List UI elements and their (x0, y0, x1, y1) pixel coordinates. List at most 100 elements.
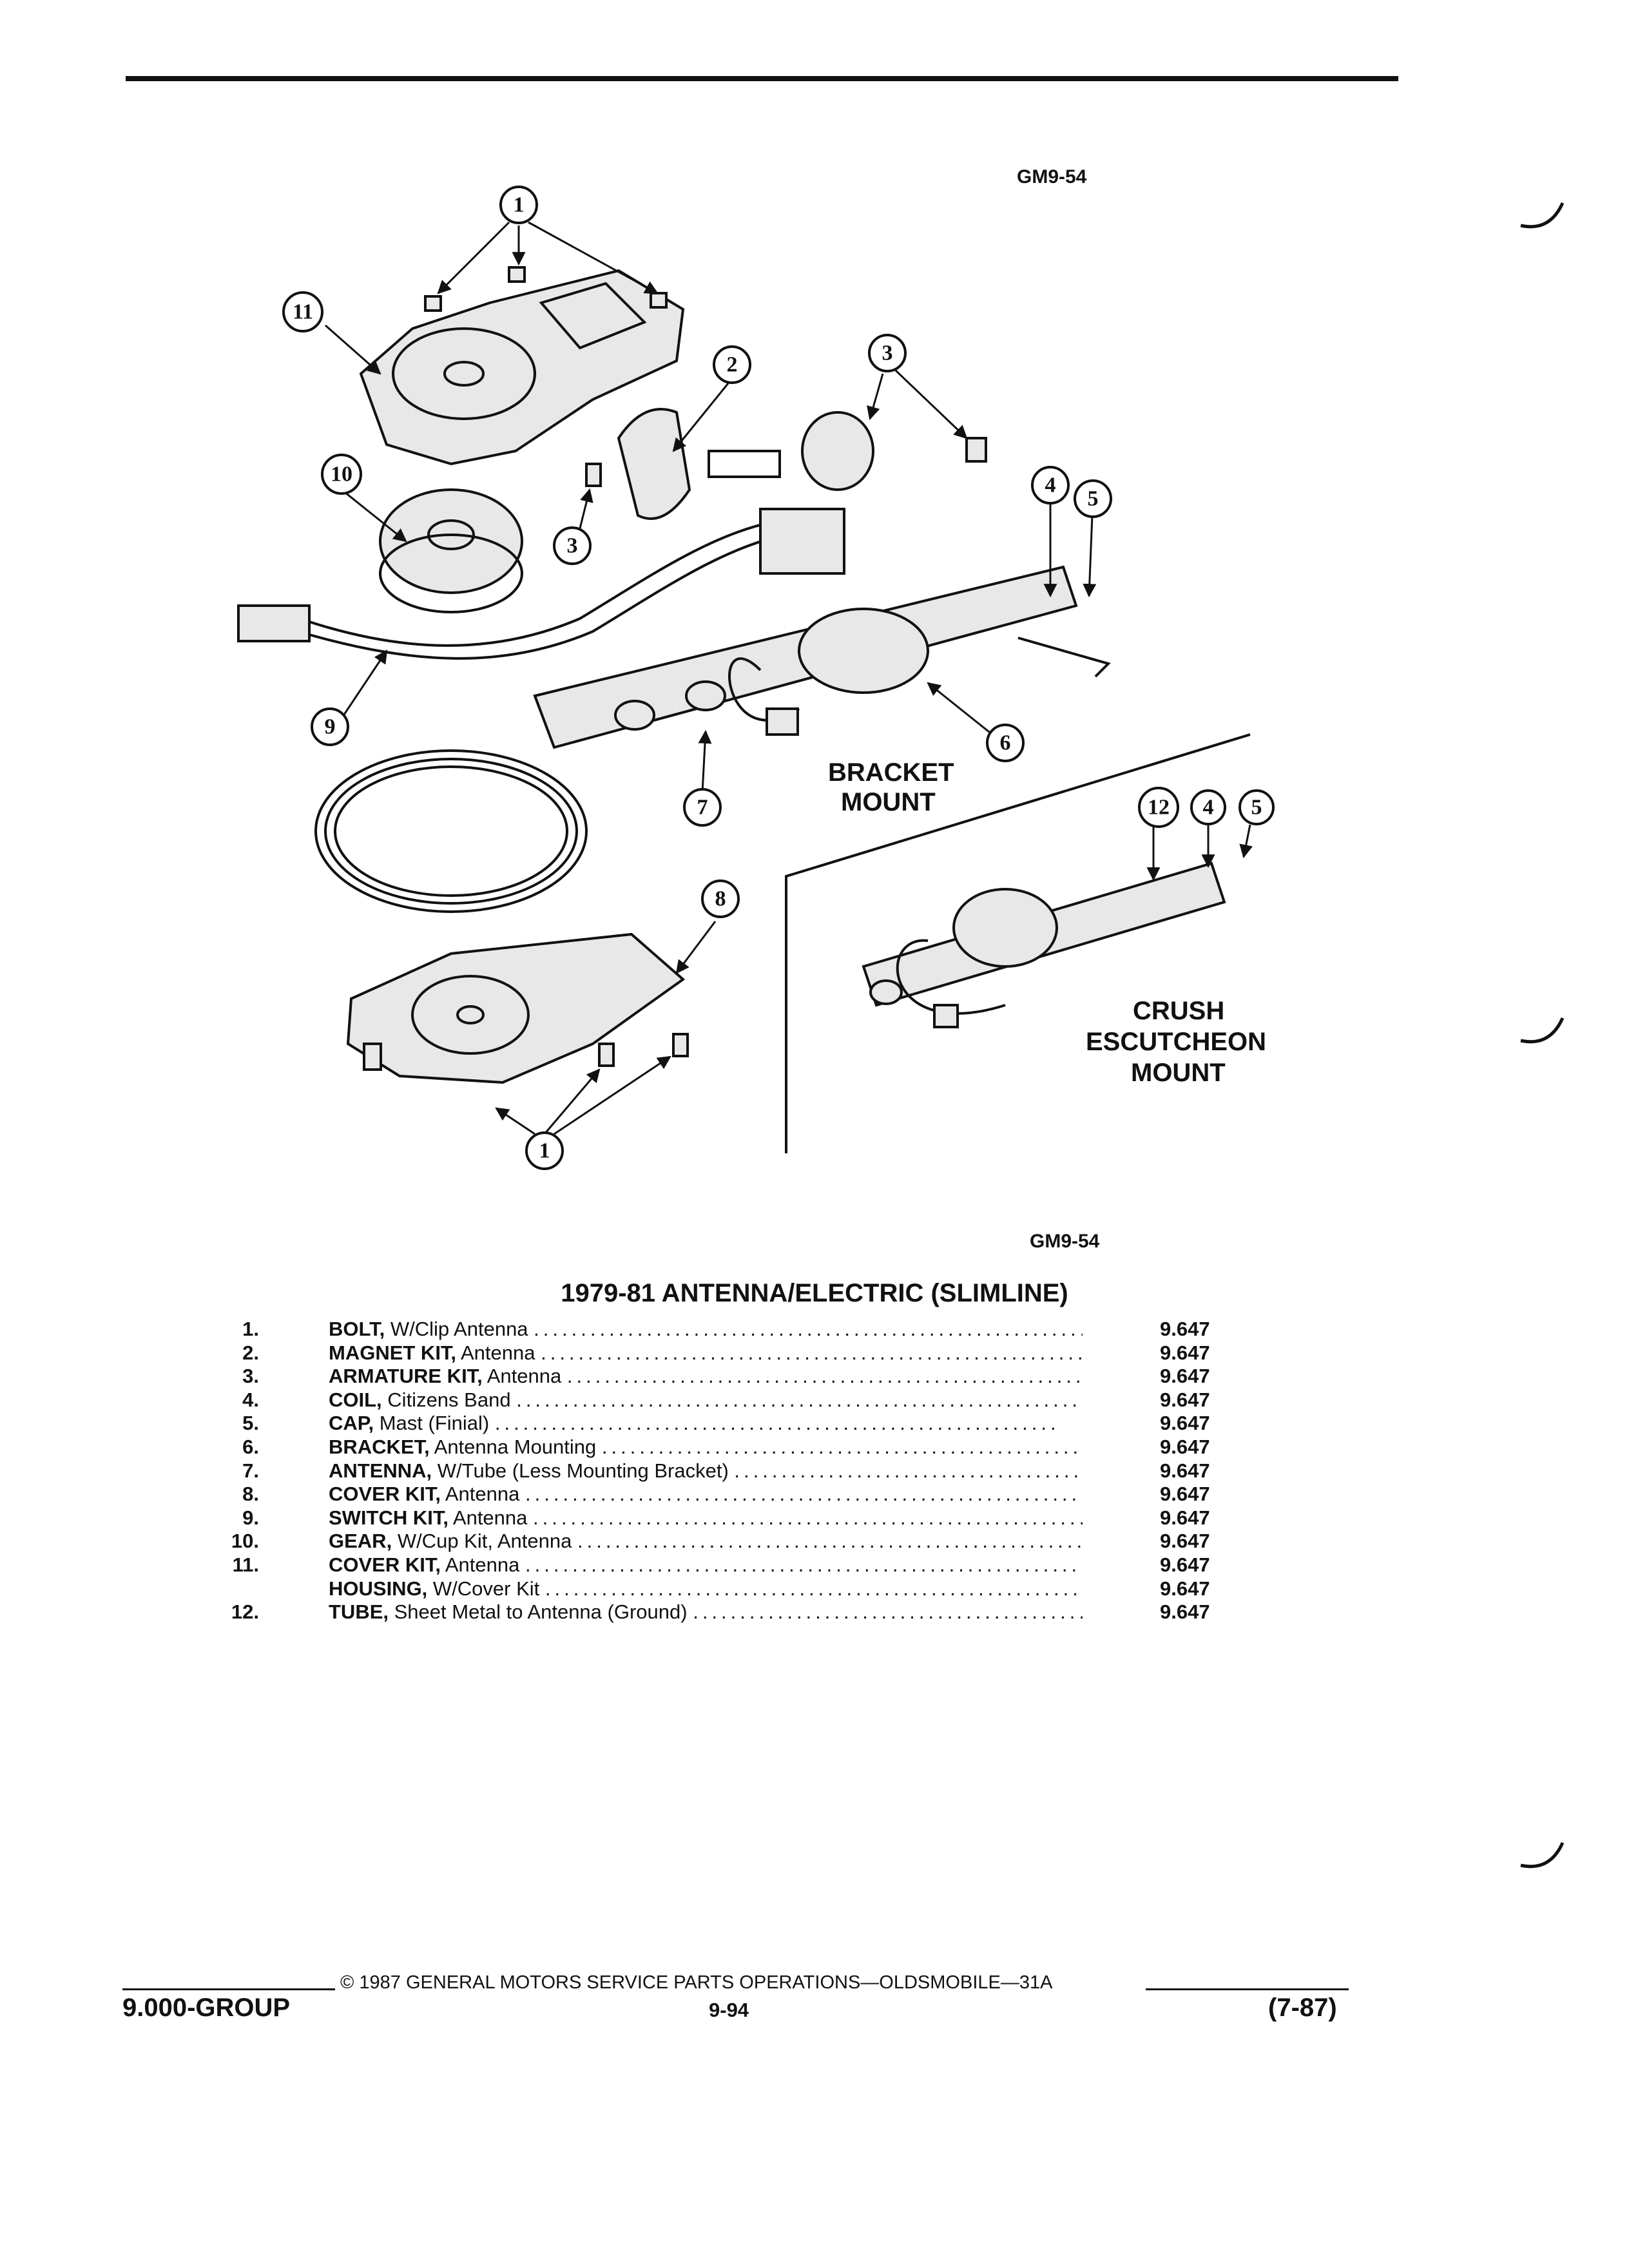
part-name: COVER KIT, (329, 1553, 441, 1576)
bolt-parts-top (424, 266, 668, 312)
revision-date: (7-87) (1268, 1994, 1337, 2022)
part-number: 5. (242, 1412, 259, 1435)
cover-kit-top-part (359, 269, 685, 466)
group-code: 9.647 (1160, 1483, 1210, 1506)
leader-lines (325, 221, 1253, 1135)
page-number: 9-94 (709, 1999, 749, 2021)
svg-text:4: 4 (1045, 474, 1056, 497)
svg-text:2: 2 (727, 353, 738, 377)
part-detail: Sheet Metal to Antenna (Ground) (394, 1600, 688, 1624)
group-code: 9.647 (1160, 1365, 1210, 1388)
group-code: 9.647 (1160, 1412, 1210, 1435)
callout-5-bottom: 5 (1239, 789, 1275, 825)
part-name: CAP, (329, 1412, 374, 1435)
callout-8: 8 (701, 879, 740, 918)
part-number: 4. (242, 1388, 259, 1411)
svg-text:12: 12 (1148, 796, 1170, 820)
part-detail: Antenna (487, 1365, 562, 1388)
parts-list: 1.BOLT, W/Clip Antenna .................… (219, 1318, 1263, 1624)
group-code: 9.647 (1160, 1600, 1210, 1624)
parts-row: 4. COIL, Citizens Band ..................… (219, 1389, 1263, 1412)
part-description: SWITCH KIT, Antenna ....................… (329, 1506, 1083, 1530)
group-code: 9.647 (1160, 1553, 1210, 1576)
margin-tick-2 (1520, 1017, 1565, 1044)
parts-row: 6.BRACKET, Antenna Mounting ............… (219, 1436, 1263, 1459)
gear-part (379, 488, 523, 613)
parts-row: 1.BOLT, W/Clip Antenna .................… (219, 1318, 1263, 1341)
footer-rule-left (122, 1988, 335, 1990)
group-code: 9.647 (1160, 1318, 1210, 1340)
parts-row: 9.SWITCH KIT, Antenna ..................… (219, 1506, 1263, 1530)
part-description: TUBE, Sheet Metal to Antenna (Ground) ..… (329, 1600, 1083, 1624)
callout-1-top: 1 (499, 186, 538, 224)
inset-frame (785, 733, 1251, 1153)
switch-part (237, 508, 845, 660)
callout-3-top: 3 (868, 334, 907, 372)
parts-row: 11.COVER KIT, Antenna ..................… (219, 1553, 1263, 1577)
group-label: 9.000-GROUP (122, 1994, 291, 2022)
leader-dots: ........................................… (494, 1412, 1060, 1435)
part-name: TUBE, (329, 1600, 389, 1624)
callout-10: 10 (321, 454, 362, 495)
leader-dots: ........................................… (734, 1459, 1083, 1482)
part-detail: Antenna (452, 1506, 528, 1529)
callout-4-bottom: 4 (1190, 789, 1226, 825)
group-code: 9.647 (1160, 1577, 1210, 1600)
part-name: COIL, (329, 1388, 382, 1411)
margin-tick-1 (1520, 202, 1565, 229)
exploded-parts-diagram: 1 11 2 3 10 3 4 5 6 7 9 8 1 12 4 5 BRACK… (237, 186, 1275, 1170)
leader-dots: ........................................… (533, 1506, 1083, 1529)
callout-5-top: 5 (1074, 479, 1112, 518)
svg-text:5: 5 (1251, 796, 1262, 820)
figure-id-bottom: GM9-54 (1030, 1231, 1100, 1252)
crush-label-line1: CRUSH (1133, 997, 1224, 1025)
group-code: 9.647 (1160, 1435, 1210, 1458)
svg-text:1: 1 (539, 1139, 550, 1163)
bracket-label-line2: MOUNT (841, 788, 936, 816)
parts-list-title: 1979-81 ANTENNA/ELECTRIC (SLIMLINE) (561, 1279, 1068, 1307)
part-name: ANTENNA, (329, 1459, 432, 1482)
parts-row: 8.COVER KIT, Antenna ...................… (219, 1483, 1263, 1506)
callout-3-mid: 3 (553, 526, 592, 565)
svg-text:3: 3 (882, 341, 893, 365)
parts-row: 12.TUBE, Sheet Metal to Antenna (Ground)… (219, 1600, 1263, 1624)
part-name: ARMATURE KIT, (329, 1365, 483, 1388)
callout-7: 7 (683, 788, 722, 827)
part-name: HOUSING, (329, 1577, 428, 1600)
part-description: HOUSING, W/Cover Kit ...................… (329, 1577, 1083, 1600)
cover-kit-bottom-part (346, 932, 689, 1084)
part-detail: Antenna (460, 1341, 535, 1364)
crush-mount-assembly-part (862, 861, 1226, 1028)
parts-row: 10.GEAR, W/Cup Kit, Antenna ............… (219, 1530, 1263, 1553)
part-description: CAP, Mast (Finial) .....................… (329, 1412, 1083, 1435)
margin-tick-3 (1520, 1841, 1565, 1869)
part-detail: Mast (Finial) (379, 1412, 490, 1435)
top-rule (126, 76, 1398, 81)
part-name: BOLT, (329, 1318, 385, 1340)
part-detail: W/Cover Kit (432, 1577, 540, 1600)
part-number: 7. (242, 1459, 259, 1482)
part-description: BOLT, W/Clip Antenna ...................… (329, 1318, 1083, 1341)
leader-dots: ........................................… (577, 1530, 1083, 1553)
crush-label-line3: MOUNT (1131, 1059, 1226, 1087)
part-detail: W/Tube (Less Mounting Bracket) (437, 1459, 729, 1482)
part-description: GEAR, W/Cup Kit, Antenna ...............… (329, 1530, 1083, 1553)
part-detail: Citizens Band (387, 1388, 511, 1411)
svg-text:4: 4 (1203, 796, 1214, 820)
svg-text:1: 1 (514, 193, 525, 217)
svg-text:10: 10 (331, 463, 352, 486)
svg-text:8: 8 (715, 887, 726, 911)
callout-4-top: 4 (1031, 466, 1070, 505)
svg-text:3: 3 (567, 534, 578, 558)
part-number: 11. (232, 1553, 259, 1576)
callout-12: 12 (1138, 787, 1179, 828)
part-number: 2. (242, 1341, 259, 1364)
leader-dots: ........................................… (541, 1341, 1083, 1364)
callout-2: 2 (713, 345, 751, 384)
part-description: ARMATURE KIT, Antenna ..................… (329, 1365, 1083, 1388)
leader-dots: ........................................… (525, 1553, 1083, 1576)
part-name: MAGNET KIT, (329, 1341, 457, 1364)
part-detail: W/Clip Antenna (390, 1318, 528, 1340)
part-description: COIL, Citizens Band ....................… (329, 1389, 1083, 1412)
svg-text:5: 5 (1088, 487, 1099, 511)
